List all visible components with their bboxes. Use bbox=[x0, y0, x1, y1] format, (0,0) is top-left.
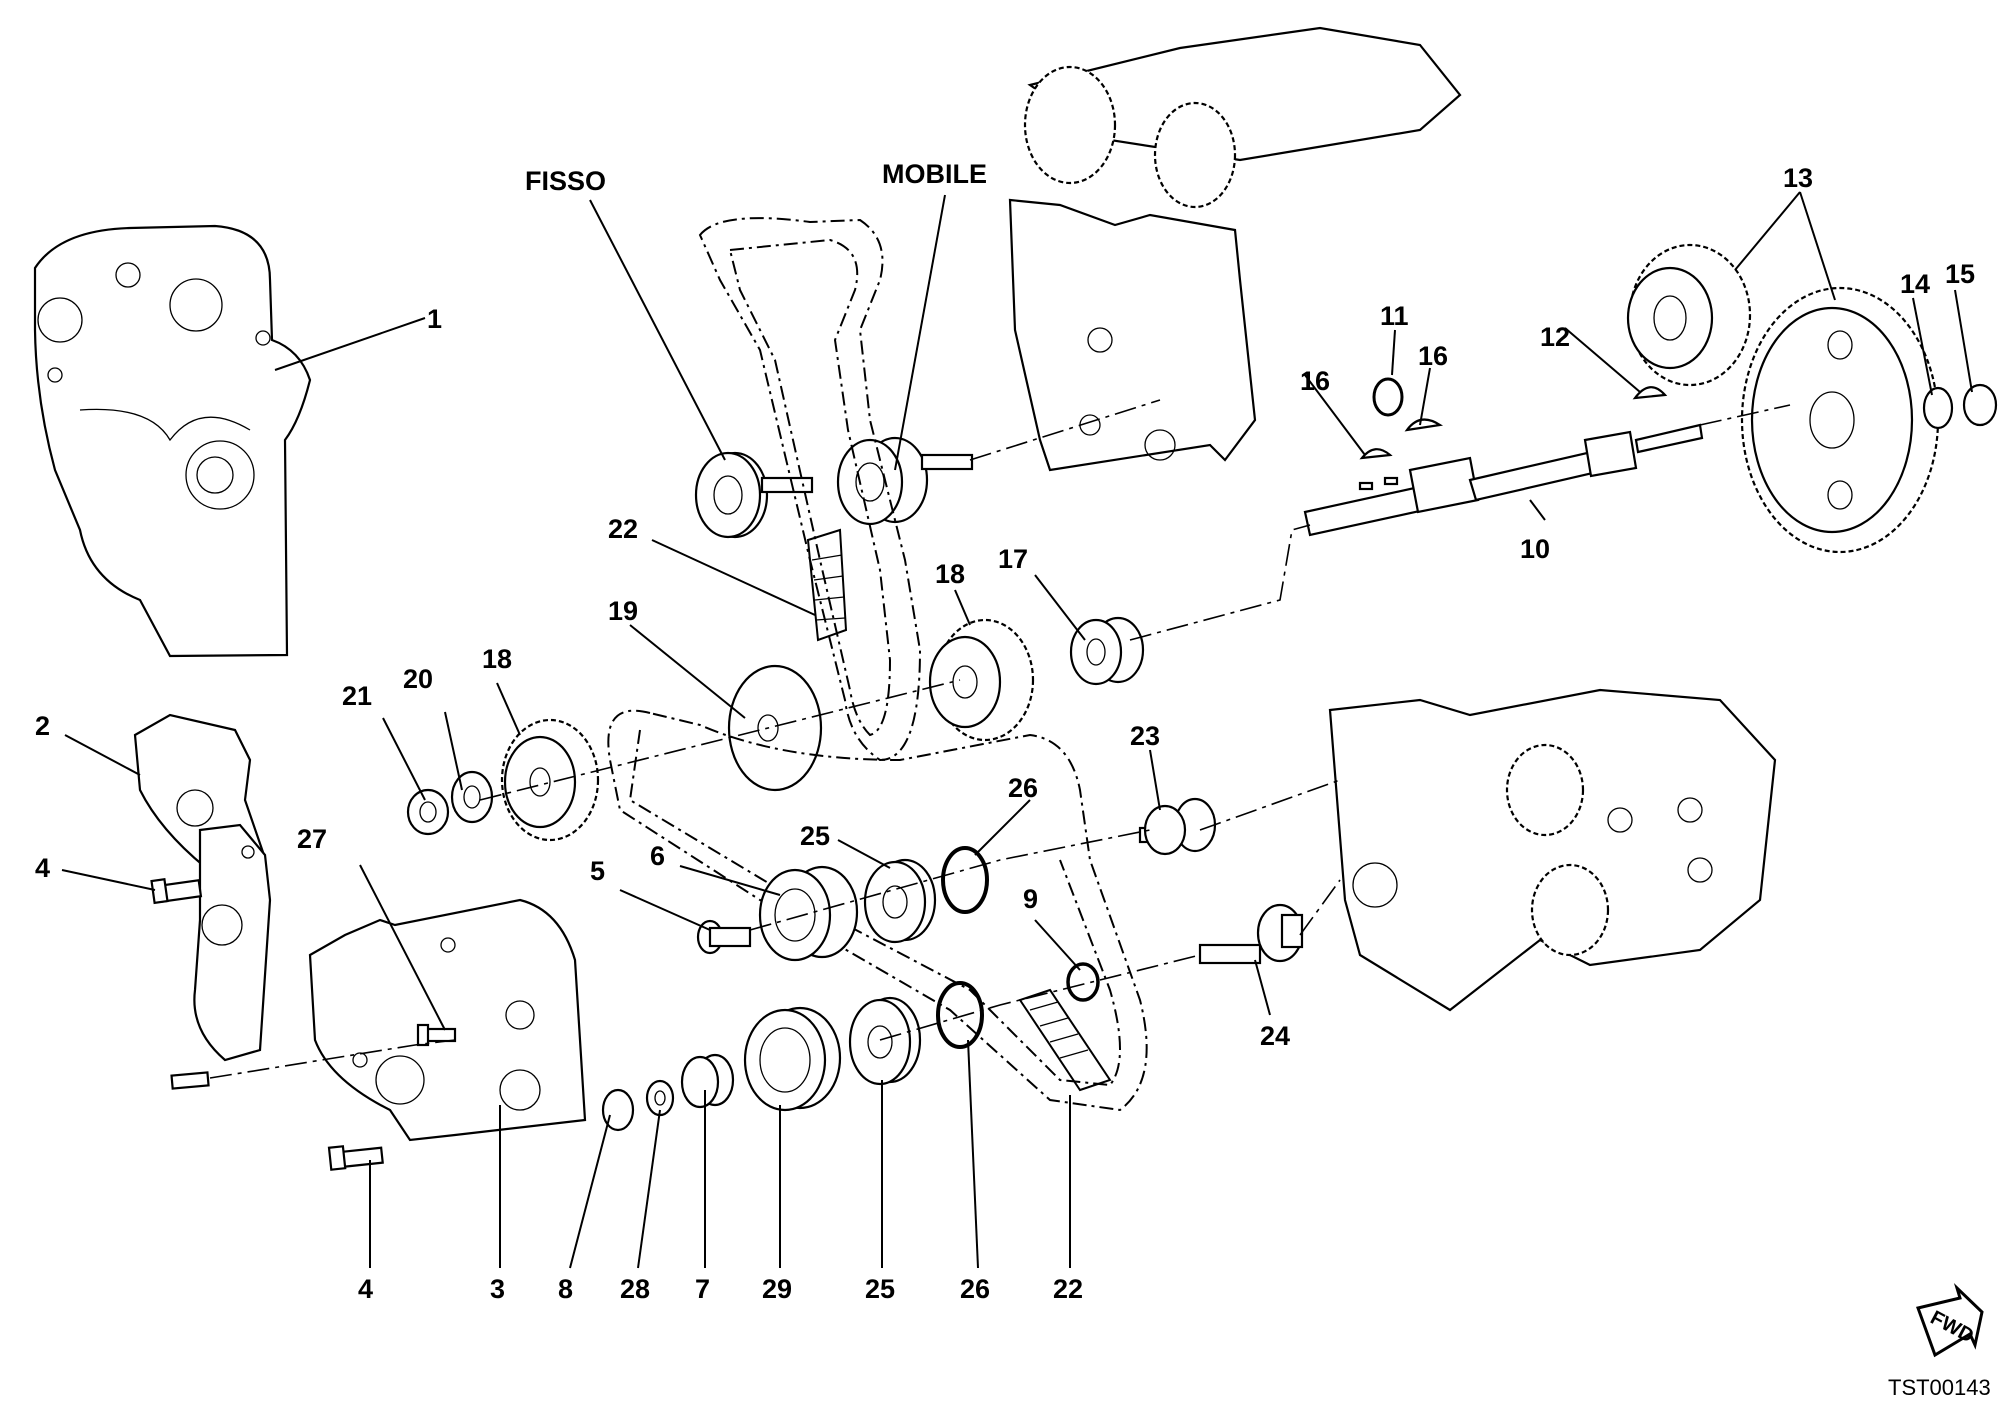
engine-head-top bbox=[1023, 26, 1462, 209]
washer-part-28 bbox=[645, 1079, 675, 1117]
label-4-upper: 4 bbox=[35, 853, 50, 883]
gear-part-13-small bbox=[1626, 243, 1752, 387]
bearing-part-17 bbox=[1069, 616, 1145, 686]
washer-part-14 bbox=[1922, 386, 1954, 430]
label-7: 7 bbox=[695, 1274, 710, 1304]
screw-part-27 bbox=[416, 1023, 457, 1047]
label-15: 15 bbox=[1945, 259, 1975, 289]
bearing-part-25-upper bbox=[863, 858, 937, 944]
timing-belt-lower bbox=[607, 709, 1148, 1112]
label-9: 9 bbox=[1023, 884, 1038, 914]
screw-part-4-lower bbox=[327, 1145, 384, 1171]
gear-part-18-lower bbox=[500, 718, 600, 842]
screw-bracket-bolt bbox=[170, 1071, 210, 1090]
engine-plate-middle bbox=[1008, 198, 1257, 472]
engine-block-right bbox=[1328, 688, 1777, 1012]
label-16-right: 16 bbox=[1418, 341, 1448, 371]
label-18-upper: 18 bbox=[935, 559, 965, 589]
label-27: 27 bbox=[297, 824, 327, 854]
cover-part-1 bbox=[33, 224, 312, 658]
label-28: 28 bbox=[620, 1274, 650, 1304]
circlip-part-26-upper bbox=[941, 846, 989, 914]
label-13: 13 bbox=[1783, 163, 1813, 193]
label-22-lower: 22 bbox=[1053, 1274, 1083, 1304]
stud-part-23 bbox=[1138, 797, 1217, 856]
bearing-part-25-lower bbox=[848, 996, 922, 1086]
bolt-part-5 bbox=[696, 919, 752, 955]
label-2: 2 bbox=[35, 711, 50, 741]
label-5: 5 bbox=[590, 856, 605, 886]
pulley-mobile bbox=[836, 436, 974, 526]
label-22-upper: 22 bbox=[608, 514, 638, 544]
washer-part-20 bbox=[450, 770, 494, 824]
gear-part-18-upper bbox=[928, 618, 1035, 742]
label-29: 29 bbox=[762, 1274, 792, 1304]
cover-part-3 bbox=[193, 823, 587, 1142]
label-25-upper: 25 bbox=[800, 821, 830, 851]
gear-part-13-large bbox=[1740, 286, 1940, 554]
pulley-fisso bbox=[694, 451, 814, 539]
label-16-left: 16 bbox=[1300, 366, 1330, 396]
nut-part-15 bbox=[1962, 383, 1998, 427]
label-12: 12 bbox=[1540, 322, 1570, 352]
circlip-part-11 bbox=[1372, 377, 1404, 417]
nut-part-21 bbox=[406, 788, 450, 836]
label-23: 23 bbox=[1130, 721, 1160, 751]
label-26-lower: 26 bbox=[960, 1274, 990, 1304]
label-17: 17 bbox=[998, 544, 1028, 574]
leader-lines bbox=[61, 191, 1973, 1269]
label-20: 20 bbox=[403, 664, 433, 694]
stud-part-24 bbox=[1198, 903, 1304, 965]
axis-lines bbox=[209, 399, 1791, 1079]
pulley-part-29 bbox=[743, 1006, 842, 1112]
label-8: 8 bbox=[558, 1274, 573, 1304]
label-10: 10 bbox=[1520, 534, 1550, 564]
label-fisso: FISSO bbox=[525, 166, 606, 196]
label-19: 19 bbox=[608, 596, 638, 626]
label-4-lower: 4 bbox=[358, 1274, 373, 1304]
label-26-upper: 26 bbox=[1008, 773, 1038, 803]
label-21: 21 bbox=[342, 681, 372, 711]
label-11: 11 bbox=[1380, 301, 1409, 331]
label-mobile: MOBILE bbox=[882, 159, 987, 189]
label-14: 14 bbox=[1900, 269, 1930, 299]
part-labels: FISSO MOBILE 1 2 4 27 21 20 18 19 22 18 … bbox=[35, 159, 1975, 1304]
washer-part-19 bbox=[727, 664, 823, 792]
key-part-16-left bbox=[1359, 448, 1393, 460]
label-3: 3 bbox=[490, 1274, 505, 1304]
key-part-12 bbox=[1632, 386, 1668, 400]
nut-part-8 bbox=[601, 1088, 635, 1132]
circlip-part-9 bbox=[1066, 962, 1100, 1002]
pulley-part-6 bbox=[758, 865, 859, 962]
key-part-16-right bbox=[1404, 418, 1444, 432]
timing-belt-upper bbox=[698, 217, 922, 762]
label-6: 6 bbox=[650, 841, 665, 871]
drawing-code: TST00143 bbox=[1888, 1375, 1991, 1400]
label-25-lower: 25 bbox=[865, 1274, 895, 1304]
stud-part-7 bbox=[680, 1053, 735, 1109]
label-24: 24 bbox=[1260, 1021, 1290, 1051]
label-18-lower: 18 bbox=[482, 644, 512, 674]
screw-part-4-upper bbox=[150, 878, 203, 905]
circlip-part-26-lower bbox=[936, 981, 984, 1049]
label-1: 1 bbox=[427, 304, 442, 334]
forward-arrow-icon: FWD bbox=[1916, 1282, 1984, 1358]
shaft-part-10 bbox=[1303, 423, 1704, 537]
